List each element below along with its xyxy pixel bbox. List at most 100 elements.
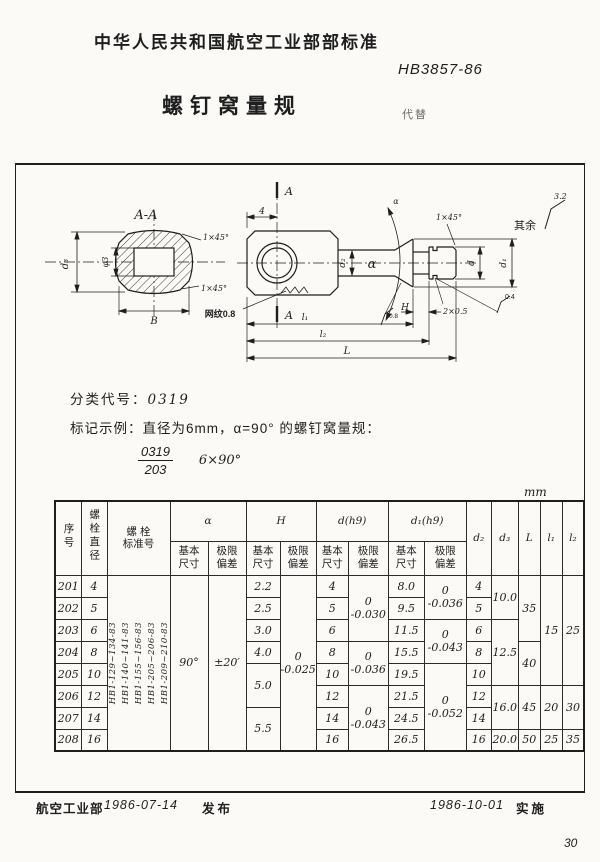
cell-d: 5	[315, 596, 349, 620]
right-border	[584, 163, 585, 793]
cell-h-dev: 0 -0.025	[279, 574, 317, 752]
cell-d1: 19.5	[387, 662, 425, 686]
dim-l1-label: l₁	[302, 313, 309, 323]
dim-d3-label: d₃	[60, 259, 71, 269]
cell-l1: 15	[539, 574, 563, 686]
section-view-label: A-A	[133, 208, 157, 223]
dim-d-label: d	[467, 260, 477, 266]
cell-d3: 20.0	[490, 728, 519, 752]
cell-h: 2.2	[245, 574, 281, 598]
cell-h: 4.0	[245, 640, 281, 664]
cell-d2: 6	[465, 618, 492, 642]
cell-dia: 4	[80, 574, 108, 598]
cell-d: 10	[315, 662, 349, 686]
dim-L-label: L	[343, 346, 351, 357]
col-header-d2: d₂	[465, 500, 492, 576]
page-number: 30	[564, 836, 578, 850]
cell-d2: 16	[465, 728, 492, 752]
cell-dia: 8	[80, 640, 108, 664]
col-header-alpha: α	[169, 500, 247, 542]
subheader-basic: 基本 尺寸	[245, 540, 281, 576]
chamfer-callout-1: 1×45°	[203, 233, 229, 242]
cell-d1-dev: 0 -0.036	[423, 574, 467, 620]
subheader-basic: 基本 尺寸	[169, 540, 209, 576]
cell-bolt-standards: HB1-129~134-83 HB1-140~141-83 HB1-155~15…	[106, 574, 171, 752]
cell-d3: 10.0	[490, 574, 519, 620]
header-divider	[15, 163, 585, 165]
fraction-denominator: 203	[144, 462, 167, 477]
cell-d1: 24.5	[387, 706, 425, 730]
main-view	[237, 182, 566, 362]
cell-d: 14	[315, 706, 349, 730]
cell-d2: 10	[465, 662, 492, 686]
roughness-cone: 0.8	[389, 313, 398, 320]
table-row: 201 4 HB1-129~134-83 HB1-140~141-83 HB1-…	[54, 574, 585, 752]
cell-d3: 16.0	[490, 684, 519, 730]
col-header-l1: l₁	[539, 500, 563, 576]
cell-d2: 14	[465, 706, 492, 730]
col-header-d1: d₁(h9)	[387, 500, 467, 542]
col-header-h: H	[245, 500, 317, 542]
col-header-l2: l₂	[561, 500, 585, 576]
cell-d: 8	[315, 640, 349, 664]
cell-h: 5.5	[245, 706, 281, 752]
subheader-dev: 极限 偏差	[347, 540, 389, 576]
cell-dia: 6	[80, 618, 108, 642]
subheader-basic: 基本 尺寸	[315, 540, 349, 576]
replaces-note: 代替	[402, 109, 428, 121]
chamfer-callout-3: 1×45°	[436, 213, 462, 222]
cell-alpha-dev: ±20′	[207, 574, 247, 752]
roughness-rest-label: 其余	[514, 218, 536, 232]
cell-seq: 202	[54, 596, 82, 620]
technical-drawing: A-A d₃ φ3 B 1×45° 1×45°	[45, 182, 567, 362]
cell-d: 6	[315, 618, 349, 642]
chamfer-callout-2: 1×45°	[201, 284, 227, 293]
classification-code: 0319	[147, 392, 190, 408]
cell-L: 35	[517, 574, 541, 642]
cell-seq: 206	[54, 684, 82, 708]
cell-d2: 4	[465, 574, 492, 598]
designation-fraction: 0319 203	[138, 444, 173, 477]
cell-seq: 208	[54, 728, 82, 752]
cell-d-dev: 0 -0.043	[347, 684, 389, 752]
dim-h-label: H	[400, 303, 409, 313]
cell-d1: 15.5	[387, 640, 425, 664]
cell-h: 2.5	[245, 596, 281, 620]
classification-line: 分类代号：0319	[70, 388, 190, 408]
cell-l1: 25	[539, 728, 563, 752]
cell-d-dev: 0 -0.036	[347, 640, 389, 686]
marking-example-line: 标记示例：直径为6mm，α=90° 的螺钉窝量规：	[70, 421, 381, 436]
dim-l2-label: l₂	[320, 330, 327, 340]
cell-d3: 12.5	[490, 618, 519, 686]
cell-h: 3.0	[245, 618, 281, 642]
cell-d2: 8	[465, 640, 492, 664]
left-section-view	[45, 210, 225, 318]
table-row: 203 6 3.0 6 11.5 0 -0.043 6 12.5	[54, 618, 584, 686]
angle-label: α	[368, 257, 377, 272]
roughness-rest-value: 3.2	[554, 192, 567, 201]
col-header-d3: d₃	[490, 500, 519, 576]
cell-h: 5.0	[245, 662, 281, 708]
section-mark-bottom: A	[284, 309, 293, 322]
angle-label-small: α	[393, 197, 399, 206]
table-row: 202 5 2.5 5 9.5 5	[54, 596, 584, 620]
bolt-standard: HB1-209~210-83	[159, 621, 170, 704]
cell-seq: 205	[54, 662, 82, 686]
page-title: 螺钉窝量规	[162, 95, 302, 118]
designation-spec: 6×90°	[198, 453, 242, 468]
cell-d: 4	[315, 574, 349, 598]
cell-l1: 20	[539, 684, 563, 730]
bolt-standard: HB1-155~156-83	[133, 621, 144, 704]
cell-dia: 12	[80, 684, 108, 708]
cell-d-dev: 0 -0.030	[347, 574, 389, 642]
knurl-note: 网纹0.8	[205, 308, 236, 319]
cell-d1: 8.0	[387, 574, 425, 598]
col-header-seq: 序号	[54, 500, 82, 576]
cell-d1: 21.5	[387, 684, 425, 708]
cell-d2: 5	[465, 596, 492, 620]
cell-dia: 10	[80, 662, 108, 686]
subheader-dev: 极限 偏差	[423, 540, 467, 576]
cell-L: 50	[517, 728, 541, 752]
cell-seq: 204	[54, 640, 82, 664]
